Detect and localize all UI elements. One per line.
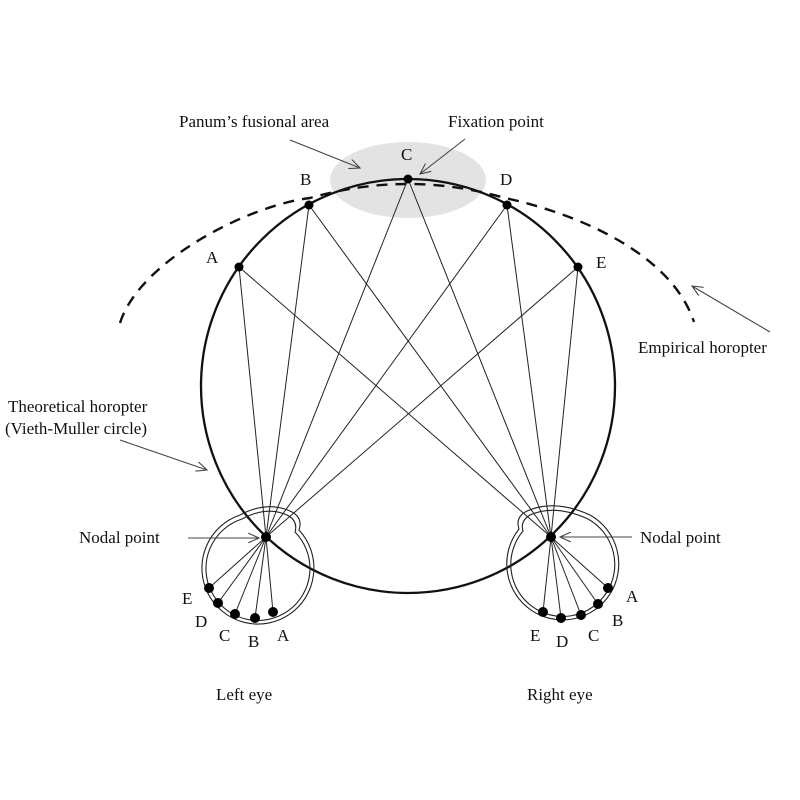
left-retina-label-c: C <box>219 626 230 645</box>
panum-arrow <box>289 139 360 168</box>
left-retina-label-d: D <box>195 612 207 631</box>
right-retina-label-b: B <box>612 611 623 630</box>
horopter-label-c: C <box>401 145 412 164</box>
left-retina-label-a: A <box>277 626 290 645</box>
fixation-arrow <box>420 138 466 174</box>
theoretical-arrow <box>119 439 207 470</box>
horopter-label-a: A <box>206 248 219 267</box>
horopter-point-e <box>573 262 583 272</box>
right-eye <box>506 505 620 621</box>
nodal-left-label: Nodal point <box>79 528 160 547</box>
horopter-label-e: E <box>596 253 606 272</box>
right-retina-label-e: E <box>530 626 540 645</box>
left-retina-label-e: E <box>182 589 192 608</box>
panum-label: Panum’s fusional area <box>179 112 330 131</box>
projection-lines <box>208 178 609 619</box>
empirical-arrow <box>692 286 771 333</box>
left-retina-label-b: B <box>248 632 259 651</box>
vieth-muller-circle <box>199 177 617 595</box>
empirical-horopter-curve <box>118 182 696 324</box>
left-eye-label: Left eye <box>216 685 272 704</box>
fixation-point-c <box>403 174 413 184</box>
left-nodal-point <box>261 532 271 542</box>
right-eye-label: Right eye <box>527 685 593 704</box>
right-retina-dots <box>538 583 613 623</box>
horopter-point-d <box>502 200 512 210</box>
right-retina-label-a: A <box>626 587 639 606</box>
horopter-point-b <box>304 200 314 210</box>
empirical-label: Empirical horopter <box>638 338 767 357</box>
right-nodal-point <box>546 532 556 542</box>
theoretical-label-line2: (Vieth-Muller circle) <box>5 419 147 438</box>
left-eye <box>201 506 315 625</box>
horopter-label-b: B <box>300 170 311 189</box>
horopter-dots <box>234 174 583 272</box>
fixation-label: Fixation point <box>448 112 544 131</box>
right-retina-label-c: C <box>588 626 599 645</box>
horopter-label-d: D <box>500 170 512 189</box>
left-retina-dots <box>204 583 278 623</box>
nodal-right-label: Nodal point <box>640 528 721 547</box>
horopter-point-a <box>234 262 244 272</box>
right-retina-label-d: D <box>556 632 568 651</box>
theoretical-label-line1: Theoretical horopter <box>8 397 148 416</box>
